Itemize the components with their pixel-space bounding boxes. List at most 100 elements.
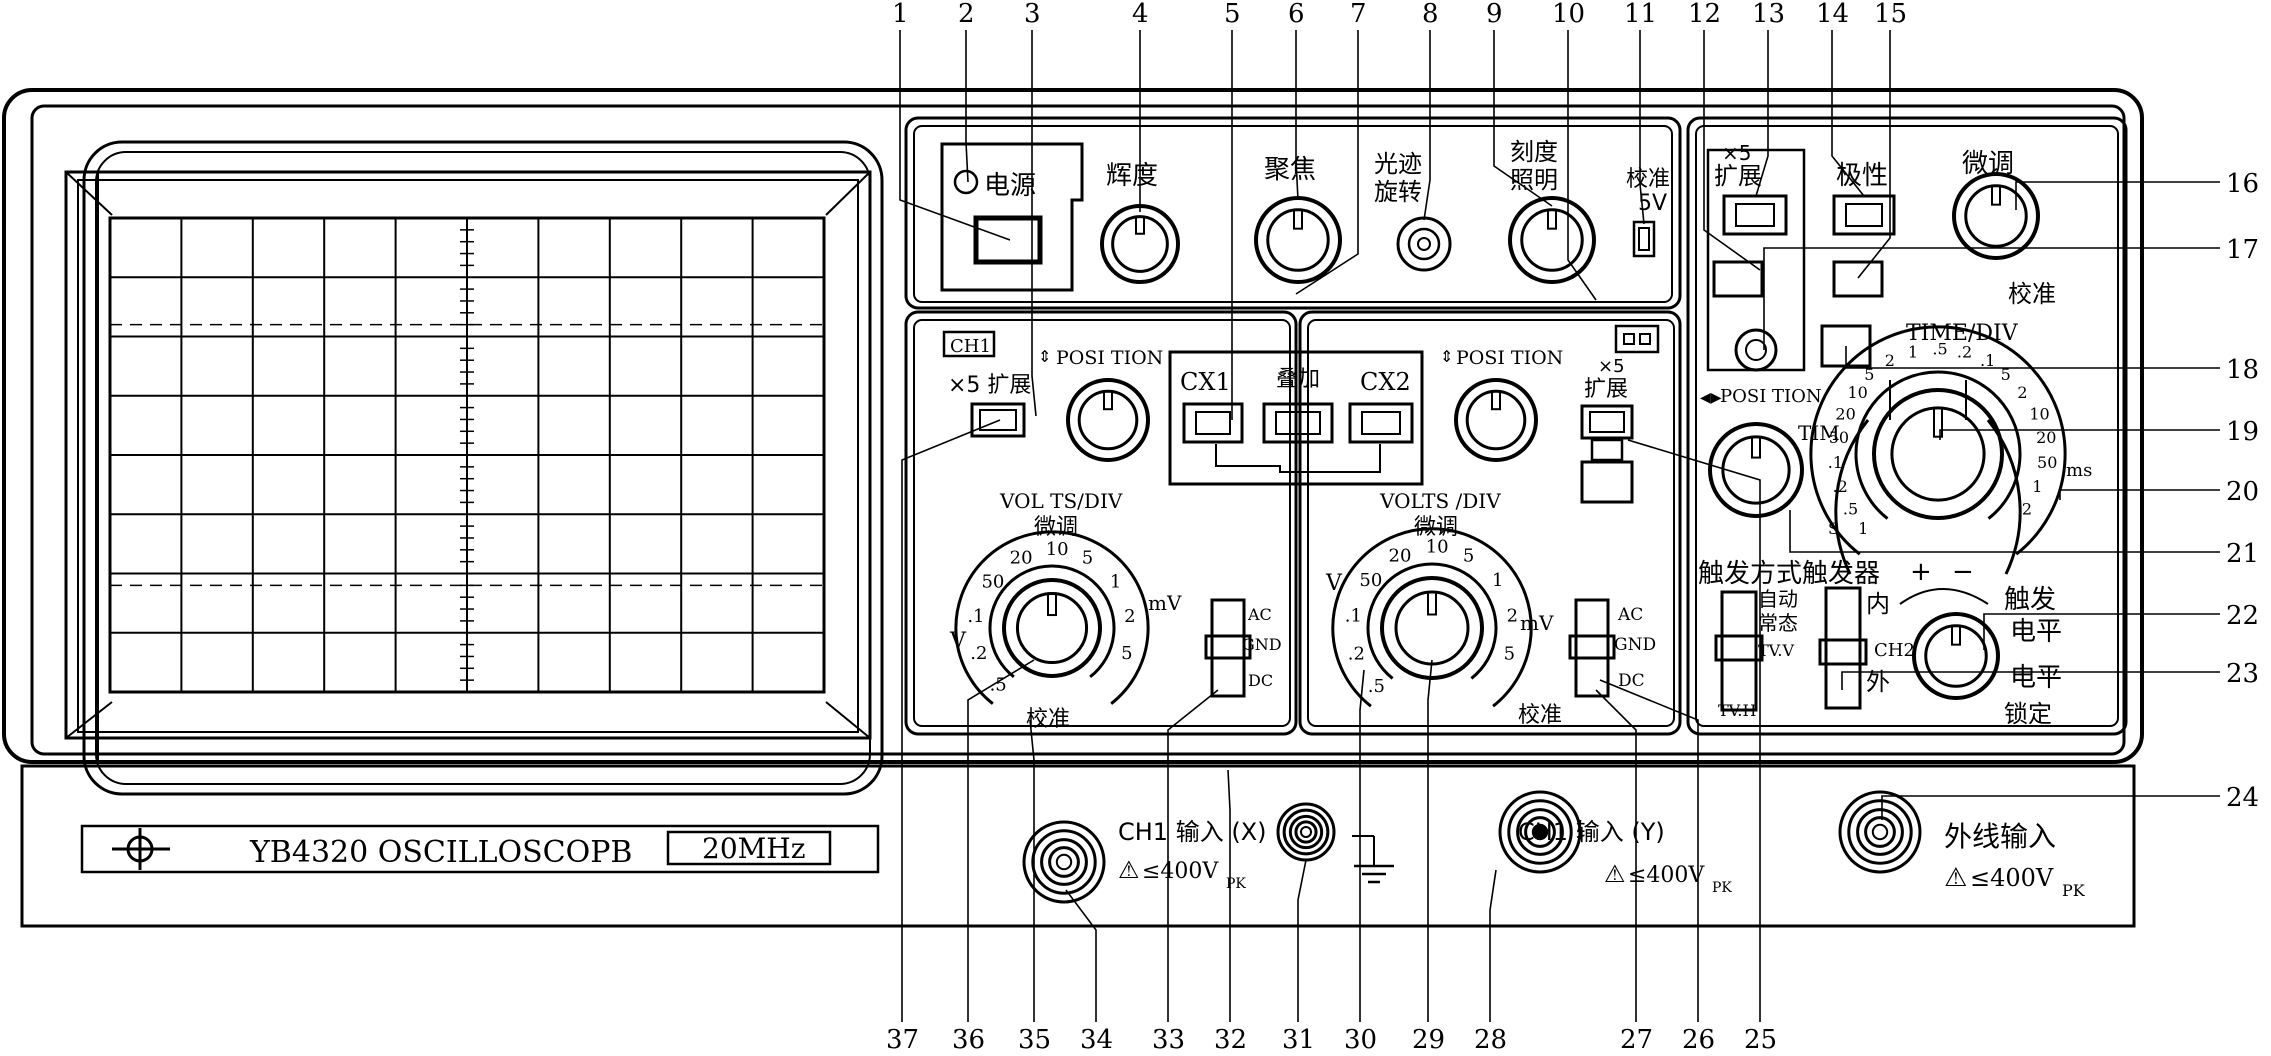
alt-sweep-button[interactable] <box>1832 260 1884 298</box>
calibrate-label: 校准 <box>1626 167 1670 192</box>
input-row: CH1 输入 (X) ⚠ ≤400V PK CH1 输入 (Y) ⚠ ≤400V… <box>1118 818 2086 900</box>
ch1-tag: CH1 <box>950 336 991 357</box>
callout-32: 32 <box>1214 1025 1247 1055</box>
trigger-mode-switch[interactable] <box>1720 590 1758 712</box>
brightness-knob[interactable] <box>1100 204 1180 284</box>
polarity-label: 极性 <box>1836 161 1888 191</box>
model-plate: YB4320 OSCILLOSCOPB 20MHz <box>80 824 880 874</box>
ext-input-jack[interactable] <box>1838 790 1922 874</box>
callout-24: 24 <box>2226 783 2259 813</box>
polarity-button[interactable] <box>1832 194 1896 236</box>
dial-tick-label: .5 <box>1843 499 1858 518</box>
trigger-level-knob[interactable] <box>1912 612 2000 700</box>
screen-graticule <box>108 216 826 694</box>
ch2-mv-label: mV <box>1520 611 1554 635</box>
overlay-button[interactable] <box>1262 402 1334 444</box>
ch1-input-x-label: CH1 输入 (X) <box>1118 818 1267 846</box>
callout-7: 7 <box>1350 0 1367 29</box>
ch2-position-arrow: ⇕ <box>1440 347 1453 366</box>
internal-label: 内 <box>1866 590 1890 618</box>
callout-13: 13 <box>1752 0 1785 29</box>
ch1-position-arrow: ⇕ <box>1038 347 1051 366</box>
power-label: 电源 <box>984 171 1036 201</box>
dial-tick-label: 1 <box>1908 343 1918 362</box>
callout-31: 31 <box>1282 1025 1315 1055</box>
dial-tick-label: 50 <box>981 572 1004 593</box>
timebase-panel: ×5 扩展 极性 微调 校准 TIME/DIV POSI TION ◀▶ TIM… <box>1686 116 2128 736</box>
dial-tick-label: 50 <box>1359 570 1382 591</box>
trace-rotation-control[interactable] <box>1396 216 1452 272</box>
mode-selector: CX1 叠加 CX2 <box>1168 350 1424 486</box>
horizontal-x5-expand-button[interactable] <box>1722 194 1788 236</box>
fine-knob[interactable] <box>1952 172 2040 260</box>
ch1-ac-label: AC <box>1247 605 1272 624</box>
ch2-position-knob[interactable] <box>1454 378 1538 462</box>
ch1-gnd-label: GND <box>1242 635 1282 654</box>
expand-label: 扩展 <box>1714 162 1762 190</box>
cx1-label: CX1 <box>1180 368 1231 396</box>
ch2-x5-expand-button[interactable] <box>1580 404 1634 440</box>
h-position-knob[interactable] <box>1708 422 1804 518</box>
max-voltage-1: ≤400V <box>1142 859 1219 884</box>
callout-29: 29 <box>1412 1025 1445 1055</box>
dial-tick-label: 50 <box>1829 428 1849 447</box>
callout-6: 6 <box>1288 0 1305 29</box>
power-button[interactable] <box>973 215 1043 265</box>
brand-logo <box>112 828 170 870</box>
alt-mag-button[interactable] <box>1712 260 1764 298</box>
dial-tick-label: 2 <box>1507 605 1518 626</box>
trigger-source-switch[interactable] <box>1824 586 1862 710</box>
dial-tick-label: .2 <box>1957 343 1972 362</box>
ch1-input-jack[interactable] <box>1022 820 1106 904</box>
dial-tick-label: .1 <box>1980 351 1995 370</box>
callout-12: 12 <box>1688 0 1721 29</box>
dial-tick-label: 5 <box>1121 643 1132 664</box>
dial-tick-label: 50 <box>2037 453 2057 472</box>
callout-11: 11 <box>1624 0 1657 29</box>
focus-label: 聚焦 <box>1264 155 1316 185</box>
scale-illum-label-2: 照明 <box>1510 166 1558 194</box>
warning-icon-3: ⚠ <box>1944 863 1967 893</box>
ch1-cal-mark: 校准 <box>1026 707 1070 732</box>
overlay-label: 叠加 <box>1276 367 1320 392</box>
callout-36: 36 <box>952 1025 985 1055</box>
warning-icon: ⚠ <box>1118 856 1140 884</box>
time-div-knob[interactable] <box>1872 388 2004 520</box>
ch1-mv-label: mV <box>1148 591 1182 615</box>
ch1-coupling-switch[interactable] <box>1210 598 1246 698</box>
ch2-expand-label: 扩展 <box>1584 377 1628 402</box>
dial-tick-label: 1 <box>2032 477 2042 496</box>
ch2-coupling-switch[interactable] <box>1574 598 1610 698</box>
pk-3: PK <box>2062 881 2086 900</box>
ch2-invert-button[interactable] <box>1580 460 1634 504</box>
ch1-x5-expand-button[interactable] <box>970 402 1026 438</box>
focus-knob[interactable] <box>1254 196 1342 284</box>
ch2-panel: ⇕ POSI TION ×5 扩展 VOLTS /DIV 微调 V mV 校准 … <box>1298 310 1682 736</box>
dial-tick-label: 5 <box>1463 545 1474 566</box>
cx1-button[interactable] <box>1182 402 1244 444</box>
callout-26: 26 <box>1682 1025 1715 1055</box>
lock-label: 锁定 <box>2004 700 2052 728</box>
scale-illum-small-knob[interactable] <box>1734 328 1778 372</box>
ch1-fine-label: 微调 <box>1034 515 1078 540</box>
ch1-volts-div-knob[interactable] <box>1002 578 1102 678</box>
callout-9: 9 <box>1486 0 1503 29</box>
ground-jack[interactable] <box>1276 802 1336 862</box>
ch1-tag-box <box>942 330 996 358</box>
cx2-button[interactable] <box>1348 402 1414 444</box>
callout-33: 33 <box>1152 1025 1185 1055</box>
dial-tick-label: .5 <box>1932 340 1947 359</box>
dial-tick-label: 2 <box>1885 351 1895 370</box>
ch2-label: CH2 <box>1874 640 1915 661</box>
tvv-label: TV.V <box>1758 641 1795 660</box>
scale-illum-knob[interactable] <box>1508 196 1596 284</box>
ch2-input-jack[interactable] <box>1498 790 1582 874</box>
callout-1: 1 <box>892 0 909 29</box>
callout-19: 19 <box>2226 417 2259 447</box>
ch1-position-knob[interactable] <box>1066 378 1150 462</box>
level-label-2: 电平 <box>2010 663 2062 693</box>
max-voltage-2: ≤400V <box>1628 863 1705 888</box>
